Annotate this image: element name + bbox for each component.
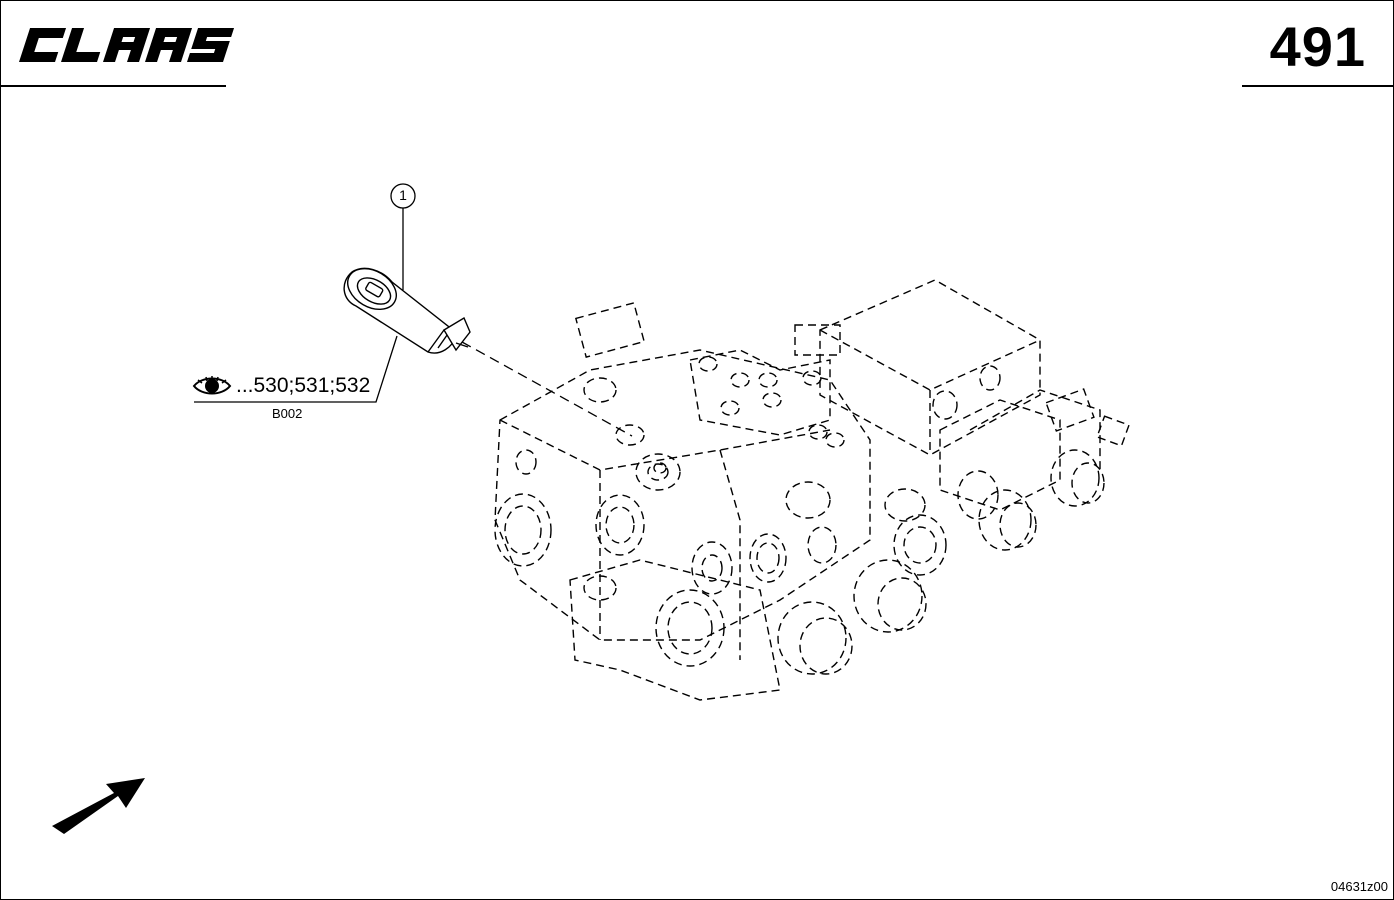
page-number-underline xyxy=(1242,85,1394,87)
valve-block-outline xyxy=(494,279,1130,701)
page-number: 491 xyxy=(1269,15,1366,78)
eye-icon xyxy=(192,376,232,395)
part-code: B002 xyxy=(272,406,303,421)
direction-arrow-icon xyxy=(52,778,145,834)
item-callout-number[interactable]: 1 xyxy=(399,187,407,203)
drawing-id: 04631z00 xyxy=(1330,879,1388,894)
reference-pages[interactable]: ...530;531;532 xyxy=(236,374,371,397)
pressure-sensor-part xyxy=(343,267,471,354)
claas-logo xyxy=(19,28,234,62)
logo-underline xyxy=(0,85,226,87)
